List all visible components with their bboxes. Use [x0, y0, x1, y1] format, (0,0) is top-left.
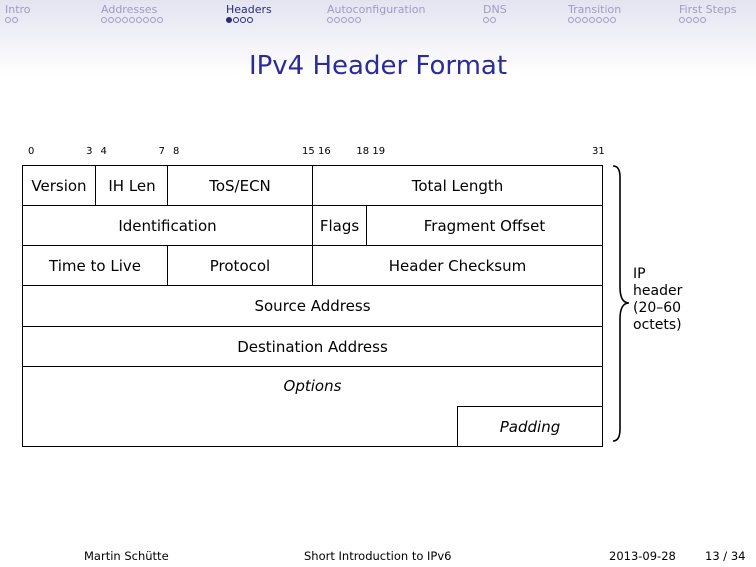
slide-dot-icon[interactable]: [5, 17, 11, 23]
slide-dot-icon[interactable]: [233, 17, 239, 23]
nav-section-addresses[interactable]: Addresses: [101, 3, 158, 16]
frame-title: IPv4 Header Format: [248, 51, 508, 81]
nav-slide-dots: [101, 17, 164, 27]
slide-dot-icon[interactable]: [568, 17, 574, 23]
slide-dot-icon[interactable]: [575, 17, 581, 23]
slide-dot-icon[interactable]: [596, 17, 602, 23]
slide-dot-icon[interactable]: [582, 17, 588, 23]
header-field-time-to-live: Time to Live: [22, 245, 168, 286]
brace-label-line: IP: [633, 266, 646, 282]
slide-dot-icon[interactable]: [355, 17, 361, 23]
nav-section-transition[interactable]: Transition: [568, 3, 622, 16]
slide-dot-icon[interactable]: [679, 17, 685, 23]
brace-label-line: octets): [633, 317, 682, 333]
bit-position-label: 31: [592, 146, 605, 157]
slide-dot-icon[interactable]: [157, 17, 163, 23]
slide-dot-icon[interactable]: [348, 17, 354, 23]
slide-dot-icon[interactable]: [240, 17, 246, 23]
slide-dot-icon[interactable]: [143, 17, 149, 23]
nav-slide-dots: [327, 17, 362, 27]
slide-dot-icon[interactable]: [610, 17, 616, 23]
header-field-tos-ecn: ToS/ECN: [167, 165, 313, 206]
slide-dot-icon[interactable]: [483, 17, 489, 23]
bit-position-label: 7: [158, 146, 165, 157]
header-field-padding: Padding: [457, 406, 603, 447]
header-field-ih-len: IH Len: [95, 165, 169, 206]
bit-position-label: 15: [302, 146, 315, 157]
brace-label: IP header (20–60 octets): [633, 266, 682, 334]
slide-dot-icon[interactable]: [108, 17, 114, 23]
nav-section-headers[interactable]: Headers: [226, 3, 272, 16]
nav-section-intro[interactable]: Intro: [5, 3, 31, 16]
bit-position-label: 19: [372, 146, 386, 157]
right-brace-icon: [612, 165, 630, 442]
slide-dot-icon[interactable]: [686, 17, 692, 23]
slide-dot-icon[interactable]: [101, 17, 107, 23]
slide-dot-icon[interactable]: [150, 17, 156, 23]
nav-slide-dots: [226, 17, 254, 27]
header-field-flags: Flags: [312, 205, 367, 246]
header-field-destination-address: Destination Address: [22, 326, 603, 367]
slide-dot-icon[interactable]: [589, 17, 595, 23]
slide-dot-icon[interactable]: [12, 17, 18, 23]
slide-dot-icon[interactable]: [693, 17, 699, 23]
bit-position-label: 8: [173, 146, 180, 157]
nav-slide-dots: [568, 17, 617, 27]
bit-position-label: 3: [86, 146, 93, 157]
brace-label-line: (20–60: [633, 300, 682, 316]
nav-slide-dots: [679, 17, 707, 27]
slide-dot-icon[interactable]: [226, 17, 232, 23]
nav-section-first-steps[interactable]: First Steps: [679, 3, 737, 16]
header-field-identification: Identification: [22, 205, 313, 246]
header-field-version: Version: [22, 165, 96, 206]
bit-position-label: 18: [356, 146, 370, 157]
slide-dot-icon[interactable]: [327, 17, 333, 23]
header-field-header-checksum: Header Checksum: [312, 245, 603, 286]
header-field-fragment-offset: Fragment Offset: [366, 205, 603, 246]
nav-section-dns[interactable]: DNS: [483, 3, 507, 16]
slide-dot-icon[interactable]: [247, 17, 253, 23]
brace-label-line: header: [633, 283, 683, 299]
nav-slide-dots: [5, 17, 19, 27]
slide-dot-icon[interactable]: [136, 17, 142, 23]
slide-dot-icon[interactable]: [122, 17, 128, 23]
footer-date: 2013-09-28: [609, 549, 676, 563]
bit-position-label: 4: [100, 146, 107, 157]
slide-dot-icon[interactable]: [490, 17, 496, 23]
header-field-protocol: Protocol: [167, 245, 313, 286]
footer-author: Martin Schütte: [84, 549, 169, 563]
slide-dot-icon[interactable]: [700, 17, 706, 23]
slide-dot-icon[interactable]: [603, 17, 609, 23]
nav-slide-dots: [483, 17, 497, 27]
header-field-source-address: Source Address: [22, 285, 603, 327]
bit-position-label: 16: [318, 146, 331, 157]
slide-dot-icon[interactable]: [129, 17, 135, 23]
footer-page-number[interactable]: 13 / 34: [705, 549, 746, 563]
nav-section-autoconfiguration[interactable]: Autoconfiguration: [327, 3, 426, 16]
header-field-total-length: Total Length: [312, 165, 603, 206]
navigation-bar: Intro Addresses Headers Autoconfiguration DN…: [0, 0, 756, 75]
slide-dot-icon[interactable]: [341, 17, 347, 23]
bit-position-label: 0: [28, 146, 35, 157]
footer-talk-title: Short Introduction to IPv6: [304, 549, 452, 563]
slide-dot-icon[interactable]: [115, 17, 121, 23]
slide-dot-icon[interactable]: [334, 17, 340, 23]
